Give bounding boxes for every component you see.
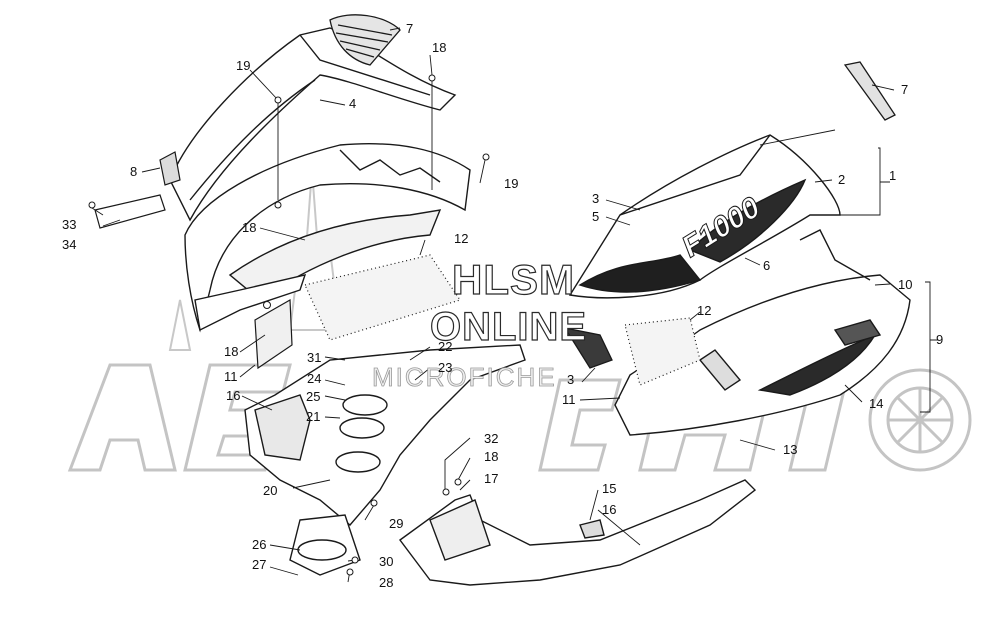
watermark-line-1: HLSM bbox=[451, 255, 575, 303]
hood-shell-right: F1000 bbox=[568, 134, 841, 299]
callout-label: 28 bbox=[379, 575, 394, 590]
callout-label: 18 bbox=[432, 40, 447, 55]
vent-grille-right bbox=[843, 61, 896, 121]
side-panel-right bbox=[614, 229, 911, 436]
fasteners bbox=[88, 74, 490, 576]
hood-frame bbox=[184, 143, 471, 333]
callout-label: 12 bbox=[454, 231, 469, 246]
callout-label: 3 bbox=[592, 191, 600, 206]
pad-part-11-left bbox=[254, 298, 293, 370]
watermark-line-3: MICROFICHE bbox=[372, 362, 557, 393]
callout-label: 8 bbox=[130, 164, 138, 179]
callout-label: 17 bbox=[484, 471, 499, 486]
callout-label: 3 bbox=[567, 372, 575, 387]
callout-label: 19 bbox=[236, 58, 251, 73]
callout-label: 16 bbox=[602, 502, 617, 517]
callout-label: 5 bbox=[592, 209, 600, 224]
callout-label: 13 bbox=[783, 442, 798, 457]
vent-grille-top bbox=[329, 14, 401, 66]
callout-label: 32 bbox=[484, 431, 499, 446]
callout-label: 29 bbox=[389, 516, 404, 531]
callout-label: 10 bbox=[898, 277, 913, 292]
callout-label: 27 bbox=[252, 557, 267, 572]
callout-label: 31 bbox=[307, 350, 322, 365]
callout-label: 20 bbox=[263, 483, 278, 498]
callout-label: 18 bbox=[242, 220, 257, 235]
callout-label: 15 bbox=[602, 481, 617, 496]
skid-plate bbox=[399, 479, 757, 586]
hood-upper-bracket bbox=[169, 27, 457, 222]
bracket-part-34 bbox=[94, 194, 166, 229]
callout-label: 11 bbox=[224, 369, 238, 384]
callout-label: 19 bbox=[504, 176, 519, 191]
callout-label: 23 bbox=[438, 360, 453, 375]
callout-label: 22 bbox=[438, 339, 453, 354]
callout-label: 7 bbox=[901, 82, 909, 97]
callout-label: 7 bbox=[406, 21, 414, 36]
callout-label: 2 bbox=[838, 172, 846, 187]
callout-label: 6 bbox=[763, 258, 771, 273]
callout-label: 14 bbox=[869, 396, 884, 411]
latch-part-8 bbox=[159, 151, 181, 186]
callout-label: 21 bbox=[306, 409, 321, 424]
callout-label: 12 bbox=[697, 303, 712, 318]
callout-label: 18 bbox=[484, 449, 499, 464]
belly-pan-lower bbox=[289, 514, 361, 576]
callout-label: 11 bbox=[562, 392, 576, 407]
watermark-line-2: ONLINE bbox=[429, 304, 588, 349]
callout-label: 34 bbox=[62, 237, 77, 252]
callout-label: 18 bbox=[224, 344, 239, 359]
callout-label: 4 bbox=[349, 96, 357, 111]
callout-label: 16 bbox=[226, 388, 241, 403]
callout-label: 25 bbox=[306, 389, 321, 404]
grille-part-3 bbox=[563, 327, 613, 369]
callout-label: 1 bbox=[889, 168, 897, 183]
callout-label: 9 bbox=[936, 332, 944, 347]
foam-pad-right bbox=[624, 317, 701, 386]
callout-label: 30 bbox=[379, 554, 394, 569]
callout-label: 26 bbox=[252, 537, 267, 552]
callout-label: 24 bbox=[307, 371, 322, 386]
callout-label: 33 bbox=[62, 217, 77, 232]
foam-pad-left bbox=[304, 254, 461, 341]
belly-pan-upper bbox=[244, 344, 526, 526]
